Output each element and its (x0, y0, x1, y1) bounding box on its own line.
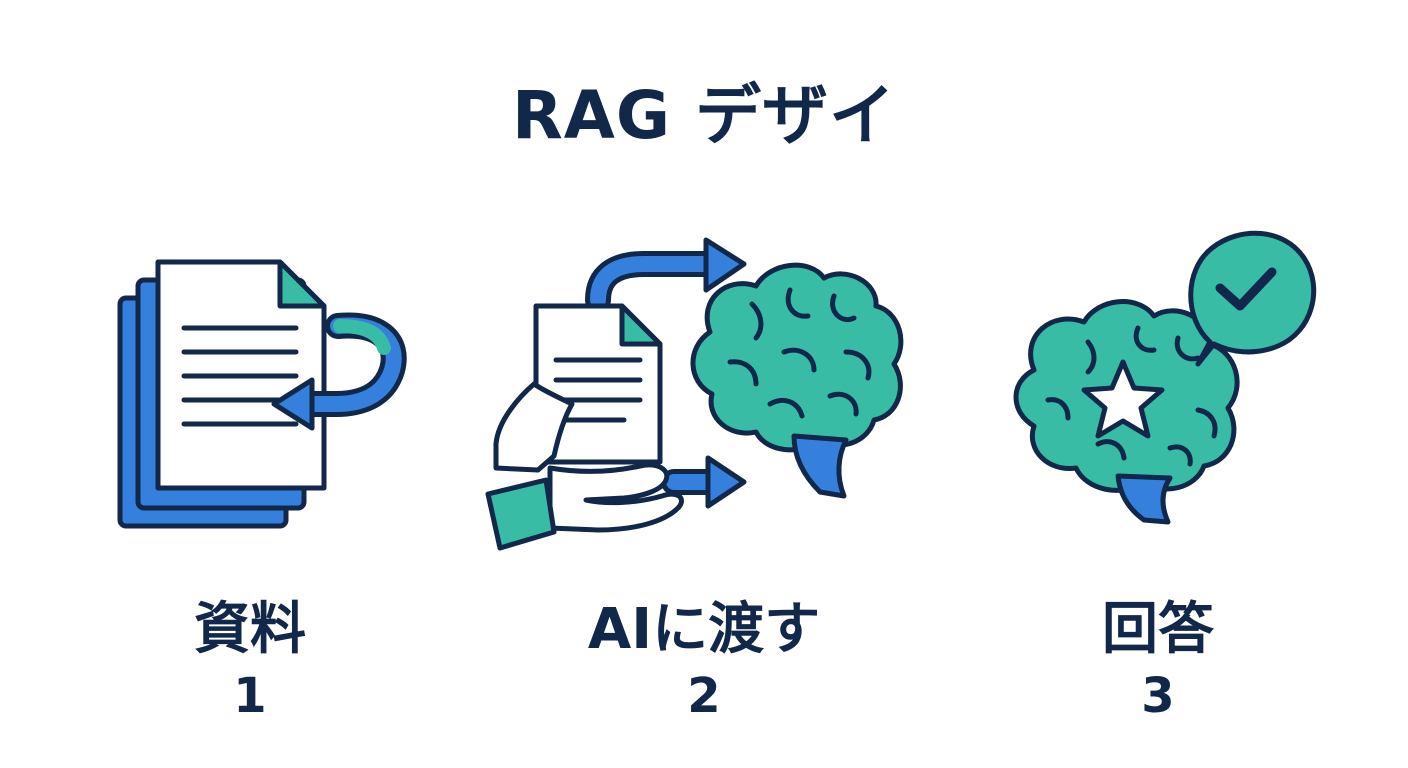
star-icon (1081, 359, 1165, 439)
arrow-head (271, 377, 315, 431)
step-label: AIに渡す (587, 597, 821, 662)
step-number: 2 (687, 668, 721, 724)
arrow-accent (333, 319, 391, 355)
diagram-title: RAG デザイ (511, 77, 897, 154)
brain-answer-check-icon (1013, 230, 1317, 525)
document-stack-icon (117, 259, 407, 529)
hand-palm (547, 462, 684, 533)
hand-document-to-brain-icon (485, 237, 904, 551)
document-fold (619, 303, 663, 347)
page-fold (277, 259, 327, 309)
step-number: 3 (1141, 668, 1175, 724)
step-label: 回答 (1102, 597, 1214, 662)
top-arrow (590, 256, 716, 308)
step-label: 資料 (194, 597, 306, 662)
hand-thumb (493, 381, 575, 473)
bottom-arrow-head (705, 455, 747, 509)
top-arrow-head (703, 237, 747, 293)
step-number: 1 (233, 668, 267, 724)
check-icon (1215, 267, 1277, 311)
brain-stem (791, 433, 849, 499)
sleeve-cuff (485, 477, 557, 551)
brain (690, 262, 904, 453)
answer-brain-folds (1045, 325, 1218, 467)
brain-folds (727, 287, 872, 419)
answer-brain-stem (1115, 473, 1173, 525)
